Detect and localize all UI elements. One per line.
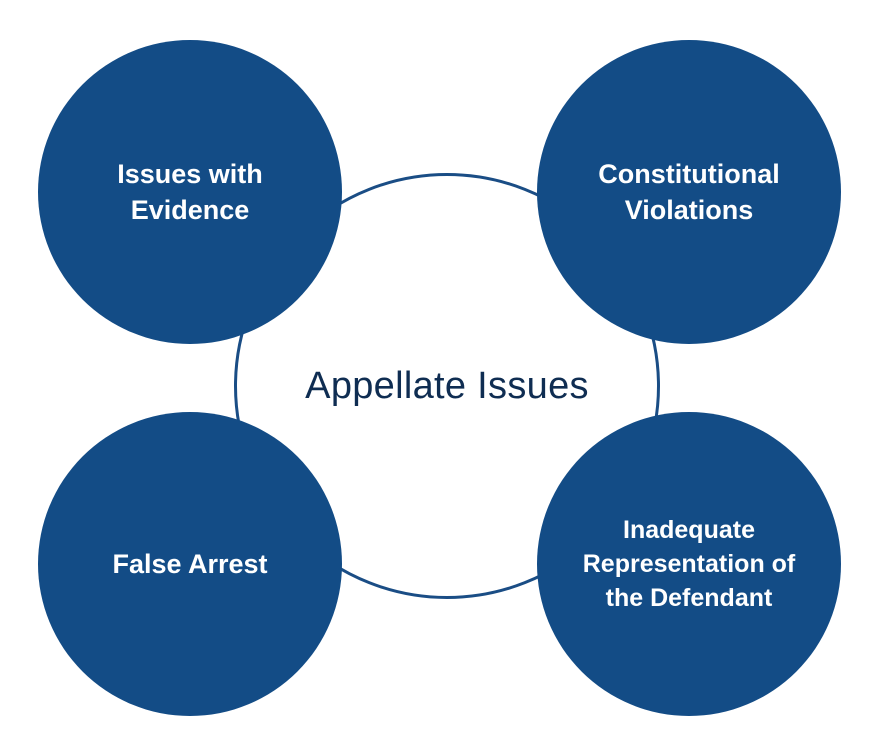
node-constitutional-violations: Constitutional Violations (537, 40, 841, 344)
node-label-arrest: False Arrest (112, 549, 268, 579)
node-label-constitutional: Constitutional Violations (598, 159, 780, 225)
node-label-representation: Inadequate Representation of the Defenda… (582, 516, 796, 612)
center-label: Appellate Issues (234, 173, 660, 599)
node-issues-with-evidence: Issues with Evidence (38, 40, 342, 344)
node-false-arrest: False Arrest (38, 412, 342, 716)
node-label-evidence: Issues with Evidence (117, 159, 263, 225)
center-label-text: Appellate Issues (305, 364, 589, 407)
node-inadequate-representation: Inadequate Representation of the Defenda… (537, 412, 841, 716)
